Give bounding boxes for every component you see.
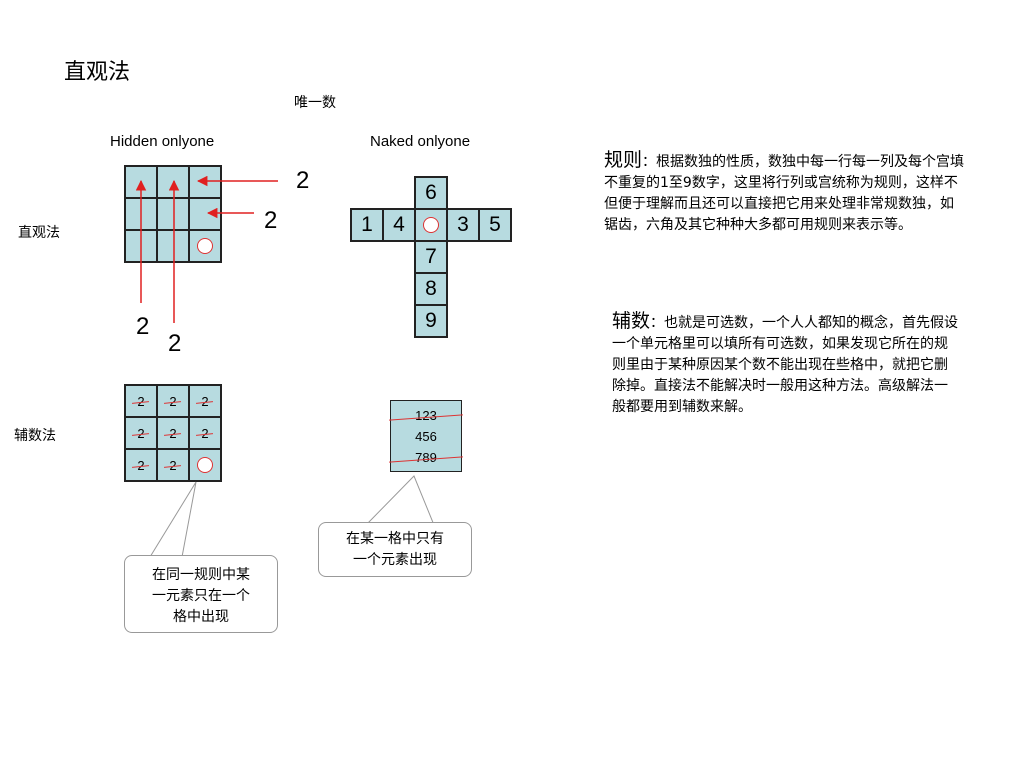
struck-candidate: 2: [137, 425, 145, 441]
hidden-number-right-mid: 2: [264, 207, 278, 234]
grid-cell: [157, 198, 189, 230]
grid-cell: 2: [125, 417, 157, 449]
candidates-colon: ：: [650, 315, 665, 331]
callout-left: 在同一规则中某 一元素只在一个 格中出现: [124, 555, 278, 633]
struck-candidate: 2: [169, 393, 177, 409]
rules-heading: 规则: [604, 149, 643, 171]
candidates-paragraph: 辅数：也就是可选数，一个人人都知的概念，首先假设一个单元格里可以填所有可选数，如…: [612, 311, 960, 418]
candidate-cell: 123 456 789: [390, 400, 462, 472]
page-subtitle: 唯一数: [294, 95, 336, 111]
struck-candidate: 2: [137, 393, 145, 409]
hidden-number-bottom-left: 2: [136, 313, 150, 340]
callout-right-line: 在某一格中只有: [346, 531, 444, 547]
naked-row: 1 4 3 5: [350, 208, 512, 242]
naked-digit: 3: [447, 209, 479, 241]
grid-cell: 2: [157, 385, 189, 417]
row-label-candidate: 辅数法: [14, 428, 56, 444]
naked-digit: 9: [415, 305, 447, 337]
candidates-line: 456: [415, 429, 437, 444]
callout-left-line: 一元素只在一个: [152, 588, 250, 604]
grid-cell: 2: [125, 449, 157, 481]
grid-cell: 2: [125, 385, 157, 417]
candidates-body: 也就是可选数，一个人人都知的概念，首先假设一个单元格里可以填所有可选数，如果发现…: [612, 315, 959, 415]
struck-candidates-line: 123: [391, 405, 461, 426]
struck-candidate: 2: [137, 457, 145, 473]
grid-cell: [157, 230, 189, 262]
grid-cell: 2: [189, 385, 221, 417]
candidate-grid: 2 2 2 2 2 2 2 2: [124, 384, 222, 482]
naked-digit: 4: [383, 209, 415, 241]
struck-candidates-line: 789: [391, 447, 461, 468]
naked-digit: 8: [415, 273, 447, 305]
hidden-number-bottom-right: 2: [168, 330, 182, 357]
struck-candidate: 2: [169, 425, 177, 441]
callout-left-line: 格中出现: [173, 609, 229, 625]
row-label-intuitive: 直观法: [18, 225, 60, 241]
grid-cell: 2: [157, 449, 189, 481]
callout-left-tail: [149, 481, 197, 558]
hidden-number-right-top: 2: [296, 167, 310, 194]
rules-paragraph: 规则：根据数独的性质，数独中每一行每一列及每个宫填不重复的1至9数字，这里将行列…: [604, 150, 966, 236]
rules-body: 根据数独的性质，数独中每一行每一列及每个宫填不重复的1至9数字，这里将行列或宫统…: [604, 154, 965, 233]
callout-left-line: 在同一规则中某: [152, 567, 250, 583]
callout-right-tail: [364, 475, 435, 526]
rules-colon: ：: [642, 154, 657, 170]
candidates-heading: 辅数: [612, 310, 651, 332]
target-circle-icon: [197, 457, 213, 473]
target-circle-icon: [197, 238, 213, 254]
struck-candidate: 2: [201, 425, 209, 441]
page-title: 直观法: [64, 60, 131, 85]
naked-digit: 1: [351, 209, 383, 241]
struck-candidate: 2: [169, 457, 177, 473]
target-cell: [189, 230, 221, 262]
target-cell: [189, 449, 221, 481]
naked-onlyone-label: Naked onlyone: [370, 133, 471, 150]
callout-right: 在某一格中只有 一个元素出现: [318, 522, 472, 577]
naked-digit: 5: [479, 209, 511, 241]
struck-candidate: 2: [201, 393, 209, 409]
naked-column-below: 7 8 9: [414, 240, 448, 338]
grid-cell: 2: [157, 417, 189, 449]
grid-cell: [189, 198, 221, 230]
target-cell: [415, 209, 447, 241]
callout-right-line: 一个元素出现: [353, 552, 437, 568]
hidden-onlyone-label: Hidden onlyone: [110, 133, 215, 150]
naked-digit: 7: [415, 241, 447, 273]
target-circle-icon: [423, 217, 439, 233]
grid-cell: 2: [189, 417, 221, 449]
